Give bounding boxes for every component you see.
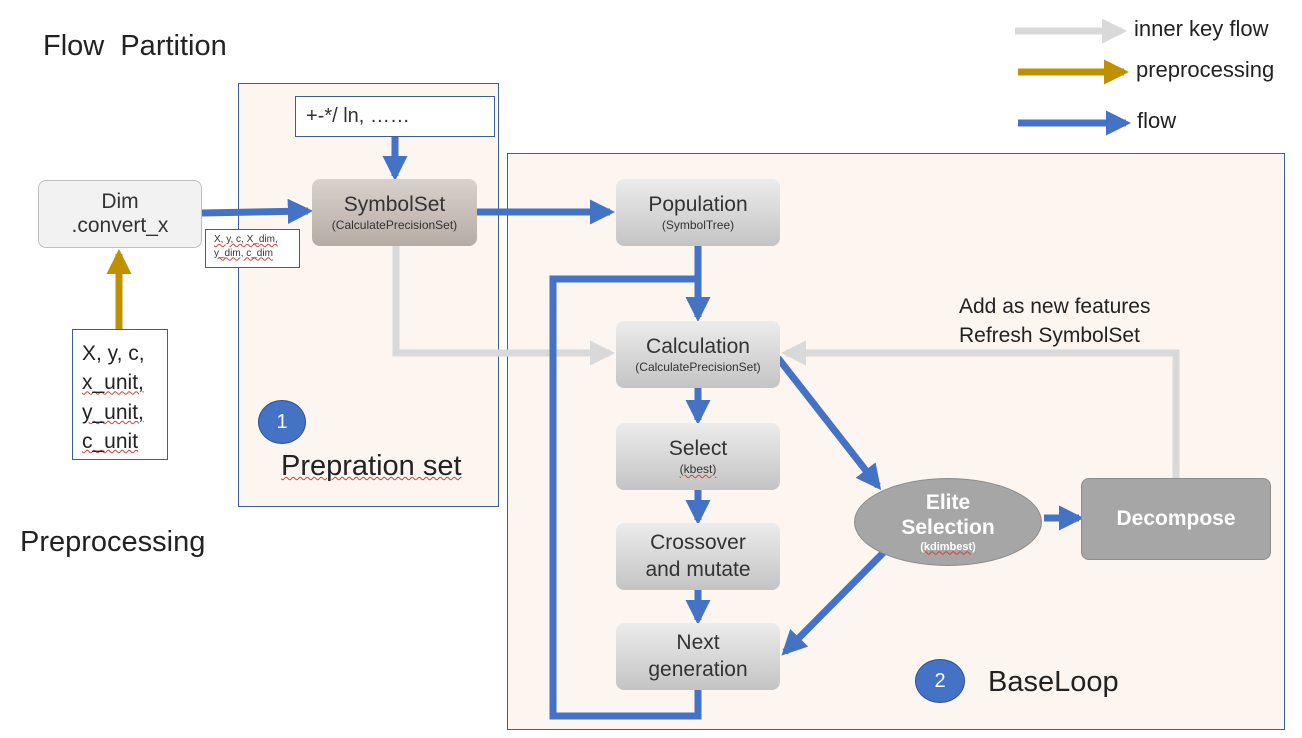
decompose-feedback-arrow xyxy=(780,340,1180,478)
dim-to-symbolset-arrow xyxy=(201,198,314,224)
decompose-label: Decompose xyxy=(1116,507,1236,530)
operators-box: +-*/ ln, …… xyxy=(295,96,495,137)
symbolset-note-line-1: X, y, c, X_dim, xyxy=(214,234,278,245)
crossover-label-1: Crossover xyxy=(650,531,746,555)
elite-label-2: Selection xyxy=(901,516,995,540)
symbolset-note-line-2: y_dim, c_dim xyxy=(214,247,273,259)
select-box: Select (kbest) xyxy=(616,423,780,490)
crossover-label-2: and mutate xyxy=(645,557,751,581)
next-generation-box: Next generation xyxy=(616,623,780,690)
inputs-line-2: x_unit, xyxy=(82,371,144,395)
next-generation-label-2: generation xyxy=(648,657,748,681)
elite-selection-ellipse: Elite Selection (kdimbest) xyxy=(854,478,1042,566)
calculation-label: Calculation xyxy=(646,334,750,358)
population-sub-label: (SymbolTree) xyxy=(661,218,735,233)
elite-label-1: Elite xyxy=(925,491,971,515)
symbolset-label: SymbolSet xyxy=(343,192,446,216)
convert-x-label: .convert_x xyxy=(71,214,169,237)
dim-convert-box: Dim .convert_x xyxy=(38,180,202,248)
inputs-line-3: y_unit, xyxy=(82,400,144,424)
legend-inner-label: inner key flow xyxy=(1134,16,1269,41)
select-sub-label: (kbest) xyxy=(679,462,717,477)
calculation-to-elite-arrow xyxy=(775,355,882,490)
operators-label: +-*/ ln, …… xyxy=(306,105,410,127)
inputs-box: X, y, c, x_unit, y_unit, c_unit xyxy=(72,329,168,460)
next-generation-label-1: Next xyxy=(676,631,720,655)
legend-preprocessing-label: preprocessing xyxy=(1136,57,1275,82)
calculation-sub-label: (CalculatePrecisionSet) xyxy=(635,360,761,375)
feedback-note-line-1: Add as new features xyxy=(959,295,1151,318)
baseloop-title: BaseLoop xyxy=(988,666,1119,698)
elite-to-next-arrow xyxy=(781,549,887,656)
symbolset-note-box: X, y, c, X_dim, y_dim, c_dim xyxy=(205,229,300,268)
flow-partition-title: Flow Partition xyxy=(43,30,227,62)
crossover-box: Crossover and mutate xyxy=(616,523,780,590)
feedback-note-line-2: Refresh SymbolSet xyxy=(959,324,1140,348)
loop-back-line xyxy=(549,275,702,720)
calculation-box: Calculation (CalculatePrecisionSet) xyxy=(616,321,780,388)
decompose-box: Decompose xyxy=(1081,478,1271,560)
dim-label: Dim xyxy=(101,189,139,213)
population-box: Population (SymbolTree) xyxy=(616,179,780,246)
symbolset-box: SymbolSet (CalculatePrecisionSet) xyxy=(312,179,477,246)
symbolset-to-calculation-arrow xyxy=(392,246,616,366)
step-two-badge: 2 xyxy=(915,659,965,703)
population-label: Population xyxy=(648,192,748,216)
symbolset-sub-label: (CalculatePrecisionSet) xyxy=(331,218,458,233)
inputs-line-1: X, y, c, xyxy=(82,342,145,365)
select-label: Select xyxy=(668,436,728,460)
inputs-line-4: c_unit xyxy=(82,430,139,454)
legend-flow-label: flow xyxy=(1137,108,1177,133)
prepration-set-title: Prepration set xyxy=(281,450,462,482)
step-one-badge: 1 xyxy=(258,400,306,444)
elite-sub-label: (kdimbest) xyxy=(920,540,976,553)
preprocessing-title: Preprocessing xyxy=(20,526,206,558)
feedback-note: Add as new features Refresh SymbolSet xyxy=(959,292,1150,351)
